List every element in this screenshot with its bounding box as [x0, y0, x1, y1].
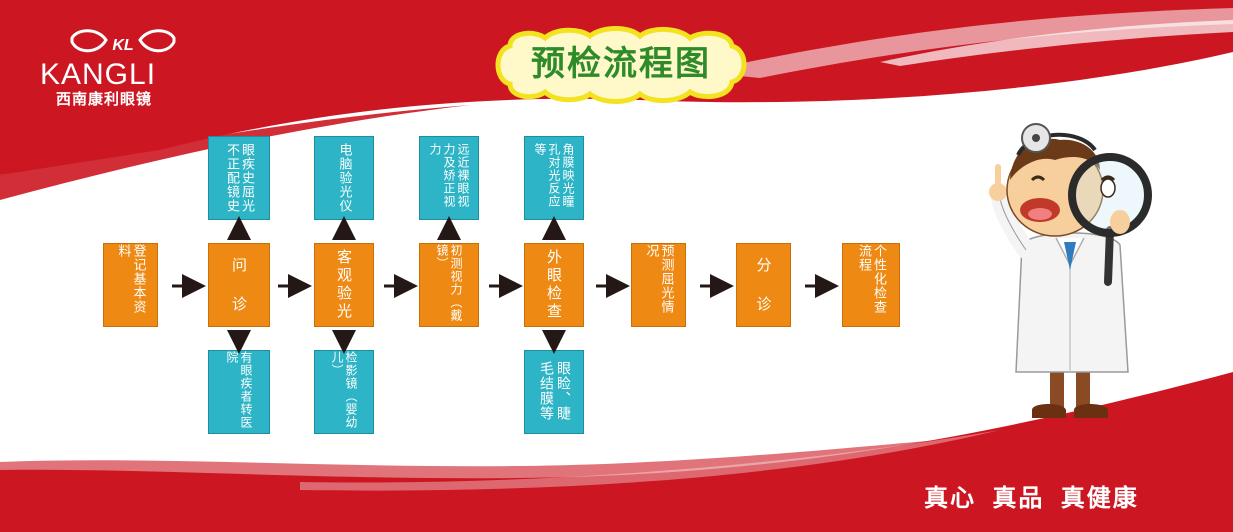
- step-initial-vision-label: 初测视力（戴镜）: [435, 244, 463, 322]
- brand-logo: KL KANGLI 西南康利眼镜: [40, 28, 200, 108]
- step-consultation: 问 诊: [208, 243, 270, 327]
- detail-eyelid-lashes: 眼睑、睫毛结膜等: [524, 350, 584, 434]
- glasses-logo-icon: KL: [70, 29, 176, 54]
- detail-eye-history: 眼疾史屈光不正配镜史: [208, 136, 270, 220]
- step-triage: 分 诊: [736, 243, 791, 327]
- detail-retinoscope-label: 检影镜（婴幼儿）: [330, 351, 358, 429]
- svg-text:KL: KL: [112, 37, 133, 54]
- step-register-label: 登记基本资料: [115, 244, 146, 314]
- detail-corneal-reflex-label: 角膜映光瞳孔对光反应等: [533, 143, 575, 208]
- detail-visual-acuity: 远近裸眼视力及矫正视力: [419, 136, 479, 220]
- detail-auto-refractor-label: 电脑验光仪: [336, 143, 352, 213]
- step-register: 登记基本资料: [103, 243, 158, 327]
- detail-refer-hospital-label: 有眼疾者转医院: [225, 351, 253, 429]
- detail-visual-acuity-label: 远近裸眼视力及矫正视力: [428, 143, 470, 208]
- detail-eye-history-label: 眼疾史屈光不正配镜史: [224, 143, 254, 213]
- step-triage-label: 分 诊: [754, 256, 773, 314]
- brand-name-cn: 西南康利眼镜: [56, 90, 153, 108]
- detail-eyelid-lashes-label: 眼睑、睫毛结膜等: [538, 361, 571, 421]
- step-objective-refraction-label: 客观验光: [335, 249, 353, 321]
- step-personalized-exam-label: 个性化检查流程: [856, 244, 886, 314]
- step-refraction-prediction: 预测屈光情况: [631, 243, 686, 327]
- title-cloud: [495, 26, 747, 104]
- step-objective-refraction: 客观验光: [314, 243, 374, 327]
- step-personalized-exam: 个性化检查流程: [842, 243, 900, 327]
- page-title: 预检流程图: [531, 44, 711, 84]
- brand-name-en: KANGLI: [40, 58, 157, 91]
- step-external-eye: 外眼检查: [524, 243, 584, 327]
- step-external-eye-label: 外眼检查: [545, 249, 563, 321]
- doctor-cartoon: [989, 123, 1152, 418]
- step-initial-vision: 初测视力（戴镜）: [419, 243, 479, 327]
- step-refraction-prediction-label: 预测屈光情况: [643, 244, 674, 314]
- detail-auto-refractor: 电脑验光仪: [314, 136, 374, 220]
- slogan: 真心 真品 真健康: [924, 484, 1139, 512]
- step-consultation-label: 问 诊: [230, 256, 248, 314]
